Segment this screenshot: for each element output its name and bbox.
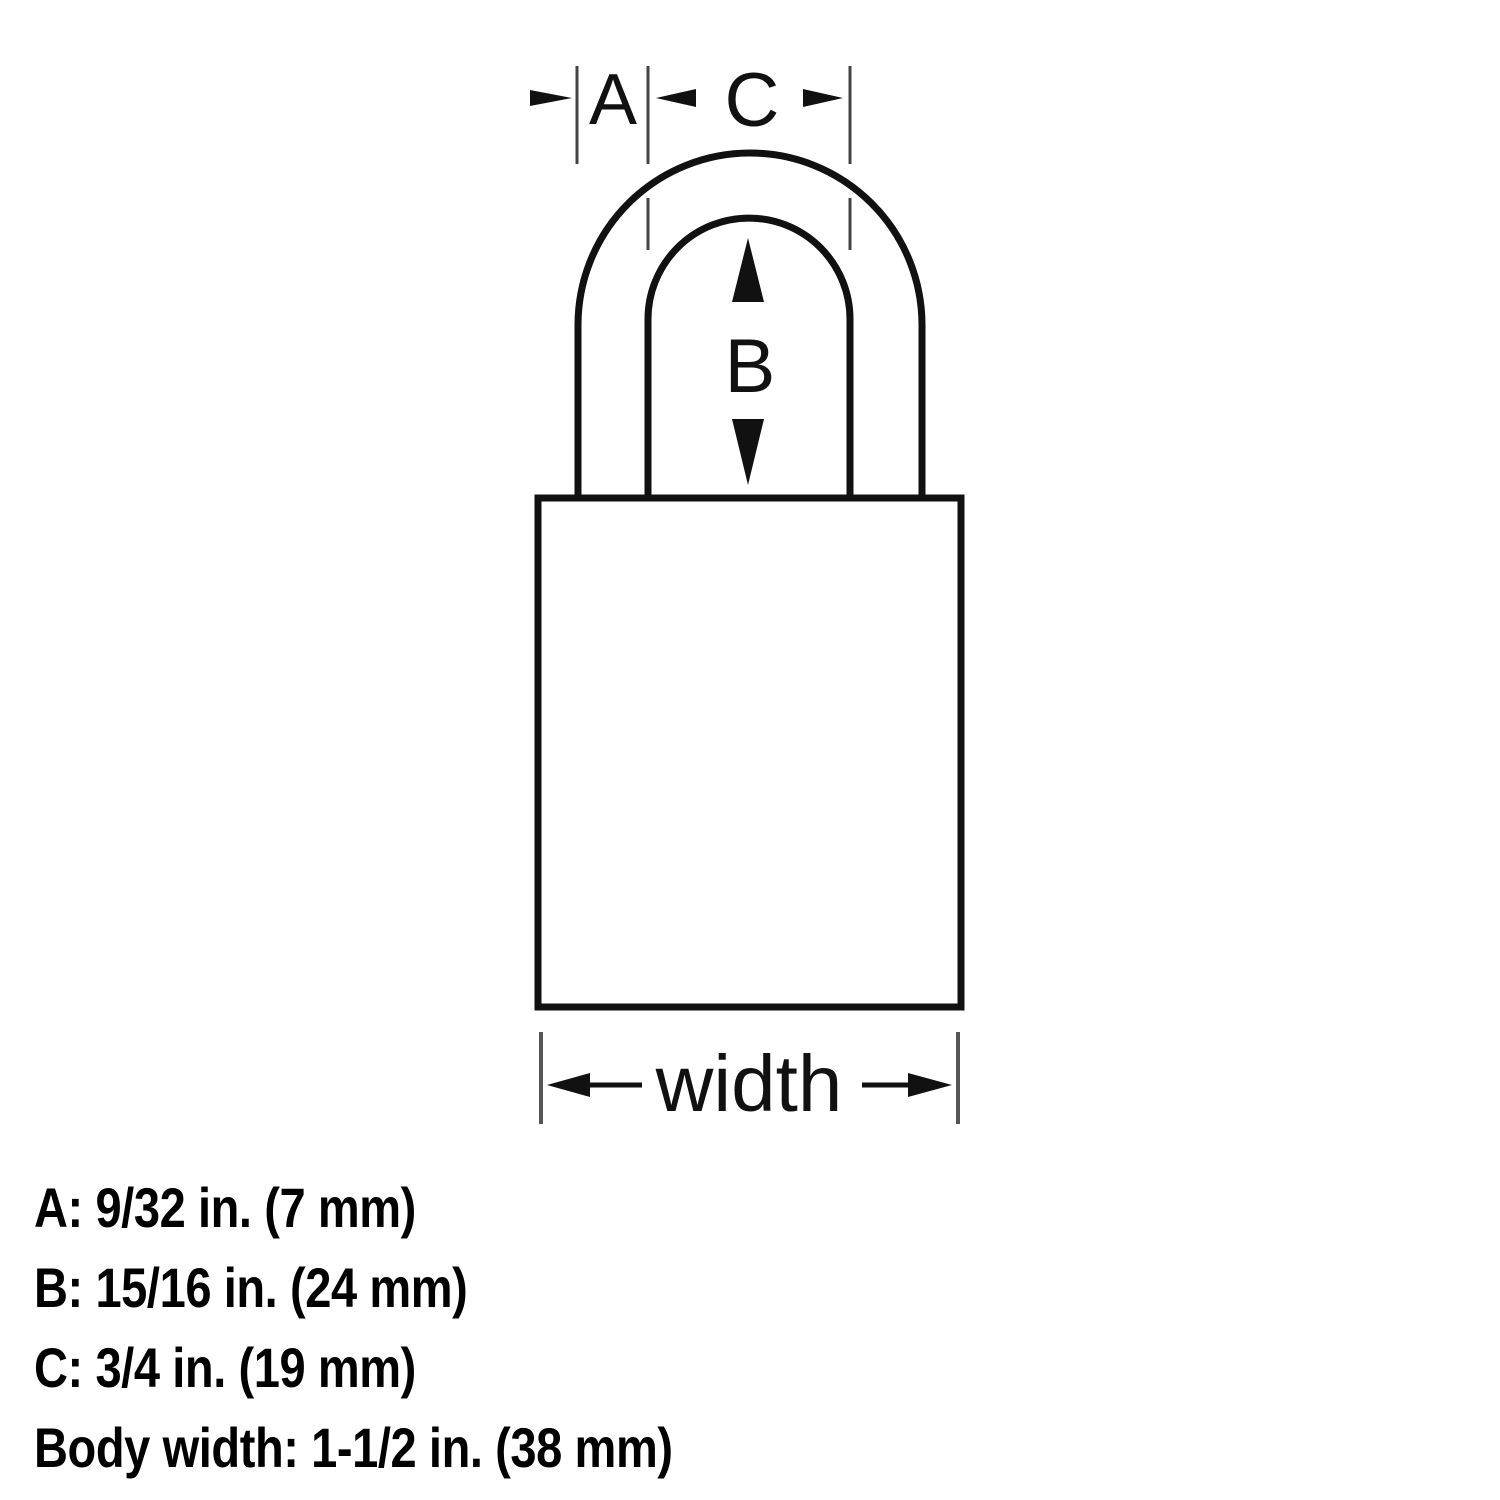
width-right-arrow-icon (908, 1073, 952, 1097)
spec-b: B: 15/16 in. (24 mm) (34, 1256, 468, 1319)
spec-a: A: 9/32 in. (7 mm) (34, 1176, 416, 1239)
dimension-b-label: B (725, 324, 776, 409)
padlock-diagram: A C B width (530, 58, 965, 1128)
dimension-a-arrow-icon (530, 90, 572, 106)
shackle-outer (574, 149, 926, 497)
spec-c: C: 3/4 in. (19 mm) (34, 1336, 416, 1399)
dimension-b-up-arrow-icon (732, 238, 764, 302)
dimension-c-left-arrow-icon (656, 89, 696, 107)
top-dimension-lines (575, 66, 852, 250)
dimension-b-down-arrow-icon (732, 419, 764, 485)
shackle-inner (644, 214, 854, 497)
width-label: width (655, 1039, 843, 1128)
dimension-a-label: A (589, 60, 637, 140)
spec-body-width: Body width: 1-1/2 in. (38 mm) (34, 1416, 673, 1479)
width-dimension-lines (539, 1032, 960, 1124)
lock-body (534, 494, 965, 1011)
dimension-specs-list: A: 9/32 in. (7 mm) B: 15/16 in. (24 mm) … (34, 1168, 794, 1488)
dimension-c-right-arrow-icon (803, 89, 843, 107)
dimension-c-label: C (725, 58, 780, 143)
width-left-arrow-icon (547, 1073, 590, 1097)
